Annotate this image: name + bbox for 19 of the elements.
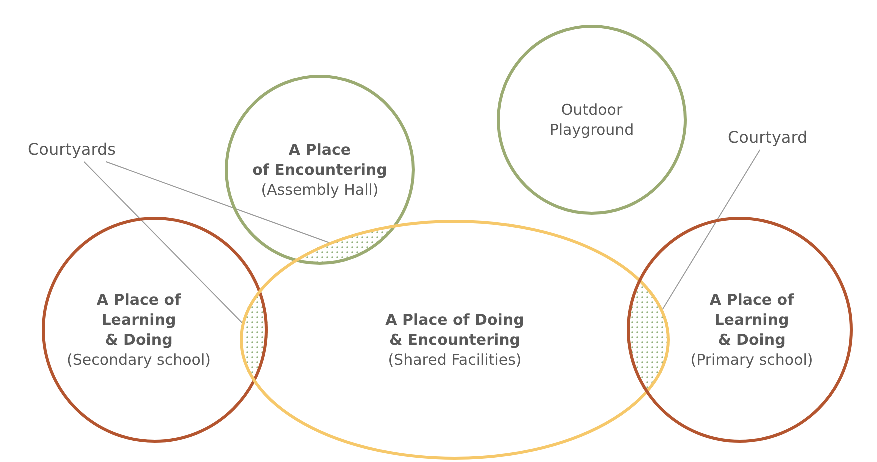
circle-heading: A Place of Encountering <box>252 140 388 180</box>
leader-line <box>106 162 330 244</box>
circle <box>225 75 415 265</box>
circle-heading: A Place of Learning & Doing <box>708 290 796 350</box>
circle-subtitle: (Assembly Hall) <box>261 180 379 200</box>
callout-label: Courtyard <box>728 128 808 147</box>
callout-label: Courtyards <box>28 140 116 159</box>
circle-subtitle: (Shared Facilities) <box>388 350 522 370</box>
circle-heading: A Place of Learning & Doing <box>96 290 182 350</box>
leader-line <box>84 162 243 324</box>
ellipse <box>240 220 670 460</box>
circle <box>42 217 268 443</box>
circle <box>497 25 687 215</box>
circle-subtitle: (Primary school) <box>690 350 814 370</box>
circle <box>627 217 853 443</box>
circle-heading: A Place of Doing & Encountering <box>384 310 526 350</box>
leader-line <box>662 150 761 310</box>
circle-subtitle: (Secondary school) <box>66 350 211 370</box>
circle-label: Outdoor Playground <box>548 100 636 140</box>
